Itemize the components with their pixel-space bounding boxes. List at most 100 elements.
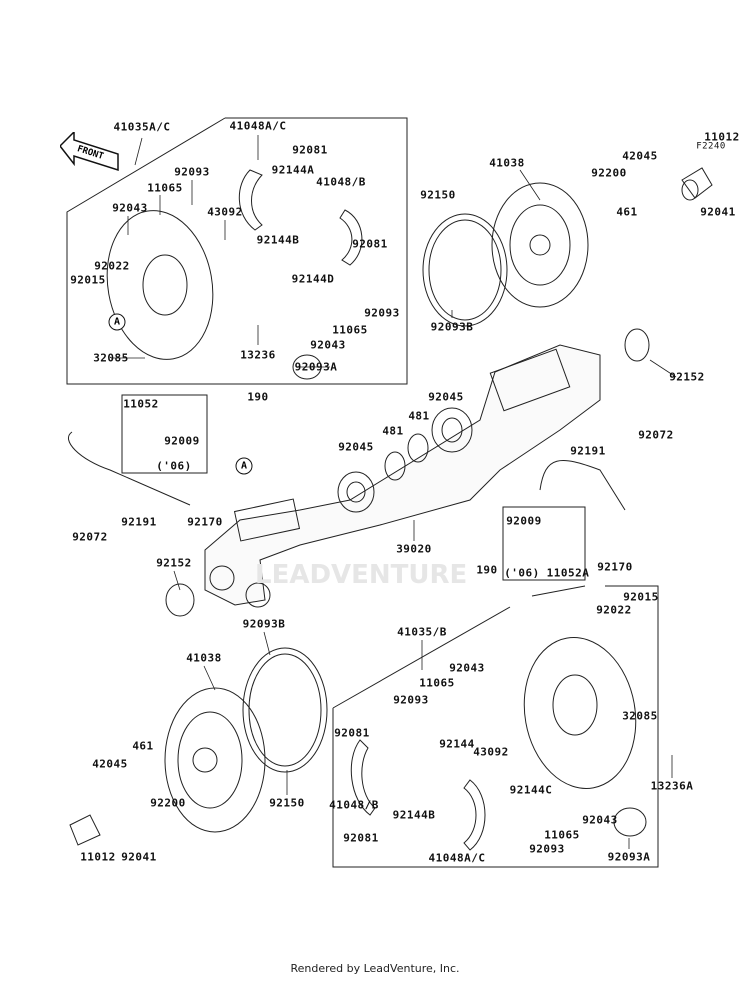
front-arrow-icon: FRONT <box>60 132 119 172</box>
part-number-label: 41035/B <box>397 625 447 639</box>
part-number-label: 92144D <box>291 272 335 286</box>
part-number-label: 481 <box>382 424 404 438</box>
part-number-label: 461 <box>132 739 154 753</box>
seal-92093B-bottom <box>242 647 328 773</box>
part-number-label: 41038 <box>186 651 222 665</box>
part-number-label: 39020 <box>396 542 432 556</box>
part-number-label: 92072 <box>638 428 674 442</box>
part-number-label: 92045 <box>338 440 374 454</box>
brake-cable-right <box>539 459 626 511</box>
part-number-label: 92170 <box>597 560 633 574</box>
backing-plate-left <box>106 210 214 360</box>
part-number-label: 92093B <box>242 617 286 631</box>
backing-plate-right <box>523 637 637 789</box>
part-number-label: 92081 <box>292 143 328 157</box>
part-number-label: 11052A <box>546 566 590 580</box>
part-number-label: 461 <box>616 205 638 219</box>
reference-marker-a: A <box>235 457 253 475</box>
group-box-bottom-right <box>332 606 511 709</box>
part-number-label: 43092 <box>207 205 243 219</box>
part-number-label: 92081 <box>343 831 379 845</box>
part-number-label: 11065 <box>332 323 368 337</box>
inset-box-left <box>121 394 208 474</box>
part-number-label: 41048/B <box>329 798 379 812</box>
part-number-label: 92152 <box>669 370 705 384</box>
part-number-label: 190 <box>476 563 498 577</box>
seal-92093B-top <box>422 213 508 327</box>
inset-box-right <box>502 506 586 581</box>
part-number-label: 92150 <box>269 796 305 810</box>
part-number-label: 13236A <box>650 779 694 793</box>
part-number-label: 92041 <box>121 850 157 864</box>
part-number-label: 42045 <box>92 757 128 771</box>
part-number-label: 92015 <box>623 590 659 604</box>
part-number-label: 190 <box>247 390 269 404</box>
part-number-label: 92081 <box>352 237 388 251</box>
part-number-label: 11065 <box>147 181 183 195</box>
group-box-bottom-right-frame <box>332 585 659 868</box>
part-number-label: 43092 <box>473 745 509 759</box>
part-number-label: 92041 <box>700 205 736 219</box>
part-number-label: 41048A/C <box>428 851 486 865</box>
part-number-label: 92093 <box>174 165 210 179</box>
part-number-label: 11065 <box>544 828 580 842</box>
part-number-label: 92144 <box>439 737 475 751</box>
part-number-label: 92152 <box>156 556 192 570</box>
part-number-label: 92150 <box>420 188 456 202</box>
part-number-label: 92200 <box>591 166 627 180</box>
part-number-label: ('06) <box>156 459 192 473</box>
part-number-label: 92191 <box>570 444 606 458</box>
part-number-label: 92170 <box>187 515 223 529</box>
part-number-label: 41048A/C <box>229 119 287 133</box>
part-number-label: 42045 <box>622 149 658 163</box>
part-number-label: 41035A/C <box>113 120 171 134</box>
drum-41038-bottom <box>164 687 266 833</box>
part-number-label: 92093 <box>364 306 400 320</box>
part-number-label: 92144B <box>256 233 300 247</box>
part-number-label: 92043 <box>449 661 485 675</box>
part-number-label: 92093B <box>430 320 474 334</box>
footer-credit: Rendered by LeadVenture, Inc. <box>290 962 460 975</box>
part-number-label: 92022 <box>94 259 130 273</box>
part-number-label: 92015 <box>70 273 106 287</box>
part-number-label: 92072 <box>72 530 108 544</box>
part-number-label: 92009 <box>164 434 200 448</box>
part-number-label: 41048/B <box>316 175 366 189</box>
part-number-label: 11065 <box>419 676 455 690</box>
part-number-label: 11052 <box>123 397 159 411</box>
part-number-label: 92200 <box>150 796 186 810</box>
part-number-label: 92144A <box>271 163 315 177</box>
part-number-label: 92022 <box>596 603 632 617</box>
part-number-label: 32085 <box>622 709 658 723</box>
part-number-label: 92043 <box>582 813 618 827</box>
bearing-92045-lower <box>337 471 375 513</box>
part-number-label: 41038 <box>489 156 525 170</box>
part-number-label: 481 <box>408 409 430 423</box>
drum-41038-top <box>491 182 589 308</box>
part-number-label: 92093A <box>607 850 651 864</box>
part-number-label: 92043 <box>112 201 148 215</box>
diagram-code: F2240 <box>696 141 726 152</box>
part-number-label: ('06) <box>504 566 540 580</box>
part-number-label: 92144C <box>509 783 553 797</box>
part-number-label: 92009 <box>506 514 542 528</box>
bearing-92045-upper <box>431 407 473 453</box>
part-number-label: 92093 <box>529 842 565 856</box>
part-number-label: 92144B <box>392 808 436 822</box>
part-number-label: 11012 <box>704 130 740 144</box>
group-box-top-left <box>66 117 408 385</box>
part-number-label: 11012 <box>80 850 116 864</box>
cap-11012-bottom <box>69 814 101 846</box>
part-number-label: 92093 <box>393 693 429 707</box>
cap-11012-top <box>681 167 713 199</box>
part-number-label: 92081 <box>334 726 370 740</box>
part-number-label: 92043 <box>310 338 346 352</box>
part-number-label: 13236 <box>240 348 276 362</box>
part-number-label: 32085 <box>93 351 129 365</box>
reference-marker-a: A <box>108 313 126 331</box>
part-number-label: 92191 <box>121 515 157 529</box>
brake-shoe <box>238 169 263 231</box>
brake-cable-left <box>68 431 191 506</box>
